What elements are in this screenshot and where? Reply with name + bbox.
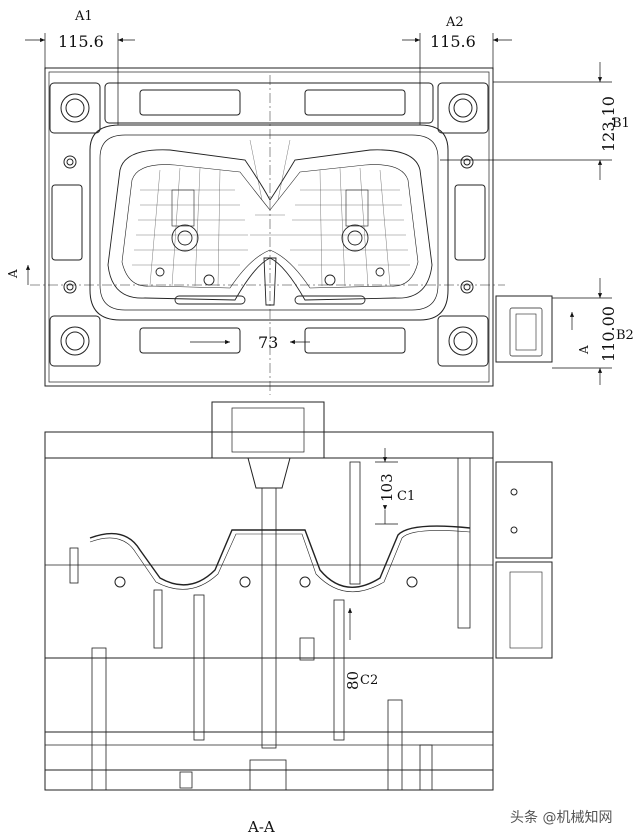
section-marker-right: A	[577, 345, 591, 355]
label-b1: B1	[612, 116, 630, 131]
corner-guide-blocks	[49, 82, 489, 367]
bolt-holes	[63, 155, 474, 294]
dimension-a2: 115.6	[430, 32, 476, 51]
label-c1: C1	[397, 489, 415, 504]
section-marker-left: A	[6, 269, 20, 279]
dimension-c1: 103	[378, 473, 396, 502]
part-profile	[89, 525, 471, 588]
dimension-center: 73	[258, 333, 278, 352]
dimension-lines-section	[347, 448, 398, 640]
label-c2: C2	[360, 673, 378, 688]
dimension-a1: 115.6	[58, 32, 104, 51]
cavity	[107, 139, 433, 306]
section-view	[44, 401, 553, 791]
section-outline	[44, 431, 494, 791]
label-b2: B2	[616, 328, 634, 343]
section-title: A-A	[247, 818, 275, 836]
label-a2: A2	[445, 15, 464, 30]
ejector-pins	[69, 457, 471, 791]
plan-view	[30, 67, 553, 395]
dimension-c2: 80	[344, 671, 362, 690]
mold-base-outline	[44, 67, 494, 387]
watermark: 头条 @机械知网	[510, 809, 612, 826]
dimension-lines-top	[25, 33, 612, 385]
side-attachment	[495, 295, 553, 363]
dimension-b2: 110.00	[599, 306, 618, 362]
label-a1: A1	[74, 9, 93, 24]
dimension-b1: 123.10	[599, 96, 618, 152]
